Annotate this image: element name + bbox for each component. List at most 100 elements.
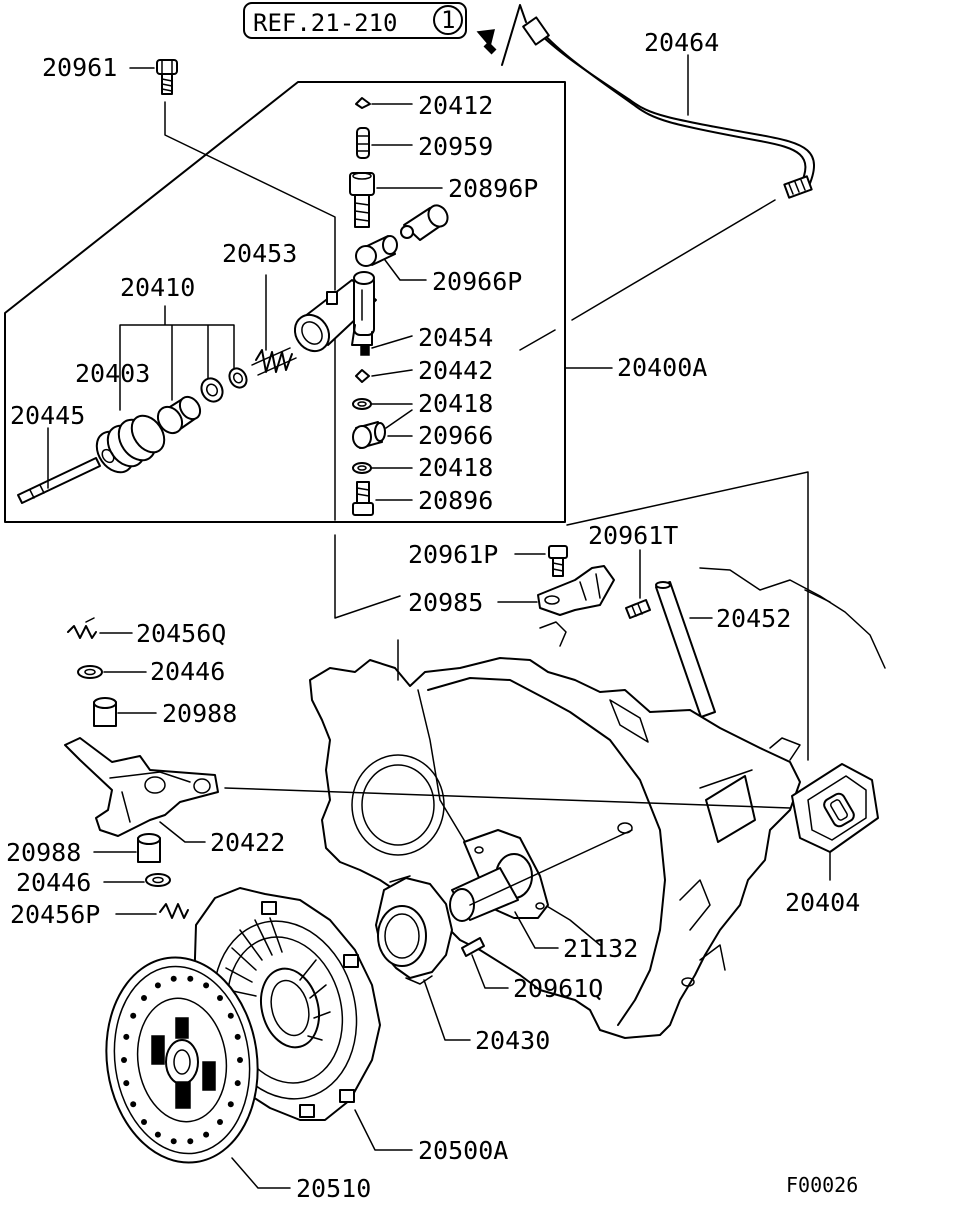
leader-20422 (159, 821, 206, 843)
bushing-20988-upper (93, 697, 117, 727)
leader-20454 (371, 335, 413, 349)
union-bolt-20896P (349, 172, 375, 228)
label-20456P: 20456P (10, 900, 100, 929)
reference-text: REF.21-210 (253, 9, 398, 37)
label-20988-lower: 20988 (6, 838, 81, 867)
push-rod-20445 (17, 457, 101, 504)
rivet-hole (234, 1033, 241, 1040)
label-20966: 20966 (418, 421, 493, 450)
label-20410: 20410 (120, 273, 195, 302)
leader-20510 (231, 1157, 291, 1189)
leader-20442 (371, 369, 413, 377)
rivet-hole (154, 1131, 161, 1138)
release-cylinder-body (293, 271, 377, 353)
transmission-housing (309, 567, 886, 1039)
rivet-hole (130, 1101, 137, 1108)
leader-20410 (119, 305, 235, 411)
eye-joint-20966P (355, 235, 398, 267)
leader-fork-to-boot (224, 787, 791, 809)
rivet-hole (234, 1080, 241, 1087)
label-20446-upper: 20446 (150, 657, 225, 686)
bolt-20961T (625, 599, 651, 619)
bolt-20961P (548, 545, 568, 577)
rivet-hole (203, 1131, 210, 1138)
bleeder-cap-20412 (355, 97, 371, 109)
release-bearing-20430 (375, 875, 453, 985)
leader-20966 (385, 409, 413, 437)
reference-box[interactable]: REF.21-210 1 (243, 2, 467, 39)
leader-bearing-line (469, 829, 633, 906)
piston-cup-20403 (200, 367, 248, 403)
leader-20400A-to-housing (566, 471, 809, 761)
bushing-20988-lower (137, 833, 161, 863)
figure-code: F00026 (786, 1173, 858, 1197)
reference-circled-number: 1 (441, 6, 455, 34)
bracket-20985 (537, 565, 615, 616)
eye-joint-20966 (352, 421, 386, 449)
label-21132: 21132 (563, 934, 638, 963)
label-20896P: 20896P (448, 174, 538, 203)
boot-20403 (95, 414, 166, 474)
rivet-hole (141, 995, 147, 1001)
leader-20961Q (471, 954, 509, 989)
label-20418-upper: 20418 (418, 389, 493, 418)
piston (156, 395, 202, 435)
label-20454: 20454 (418, 323, 493, 352)
boot-20404 (791, 763, 879, 853)
rivet-hole (217, 995, 223, 1001)
bolt-20961 (156, 59, 178, 95)
clutch-disc-20510 (105, 956, 259, 1164)
label-20961: 20961 (42, 53, 117, 82)
assembly-outline-20400A (4, 81, 566, 523)
label-20422: 20422 (210, 828, 285, 857)
label-20966P: 20966P (432, 267, 522, 296)
rivet-hole (227, 1101, 234, 1108)
label-20959: 20959 (418, 132, 493, 161)
label-20400A: 20400A (617, 353, 707, 382)
label-20404: 20404 (785, 888, 860, 917)
label-20412: 20412 (418, 91, 493, 120)
washer-20446-lower (145, 873, 171, 887)
label-20896: 20896 (418, 486, 493, 515)
release-fork-20422 (64, 737, 219, 837)
label-20985: 20985 (408, 588, 483, 617)
union-bolt-20896 (352, 481, 374, 516)
rivet-hole (121, 1057, 127, 1063)
rivet-hole (154, 982, 161, 989)
rivet-hole (141, 1119, 147, 1125)
label-20453: 20453 (222, 239, 297, 268)
label-20403: 20403 (75, 359, 150, 388)
label-20961Q: 20961Q (513, 974, 603, 1003)
label-20418-lower: 20418 (418, 453, 493, 482)
label-20452: 20452 (716, 604, 791, 633)
gasket-20418-lower (352, 462, 372, 474)
label-20446-lower: 20446 (16, 868, 91, 897)
rivet-hole (187, 975, 194, 982)
release-shaft-20452 (655, 581, 716, 718)
label-20456Q: 20456Q (136, 619, 226, 648)
label-20445: 20445 (10, 401, 85, 430)
gasket-20418-upper (352, 398, 372, 410)
cap-20442 (355, 369, 370, 383)
label-20510: 20510 (296, 1174, 371, 1203)
label-20500A: 20500A (418, 1136, 508, 1165)
rivet-hole (170, 975, 177, 982)
rivet-hole (227, 1012, 234, 1019)
label-20961P: 20961P (408, 540, 498, 569)
label-20988-upper: 20988 (162, 699, 237, 728)
rivet-hole (203, 982, 210, 989)
bleeder-20454 (360, 344, 370, 356)
label-20464: 20464 (644, 28, 719, 57)
rivet-hole (123, 1080, 130, 1087)
bolt-20961Q (461, 937, 485, 957)
rivet-hole (130, 1012, 137, 1019)
leader-pipe-to-cylinder (519, 199, 776, 351)
leader-21132 (514, 911, 559, 949)
disc-rivets (121, 975, 243, 1145)
rivet-hole (123, 1033, 130, 1040)
leader-20966P (384, 259, 427, 281)
leader-20500A (354, 1109, 413, 1151)
leader-20430 (423, 979, 471, 1041)
bearing-retainer-21132 (449, 829, 549, 922)
